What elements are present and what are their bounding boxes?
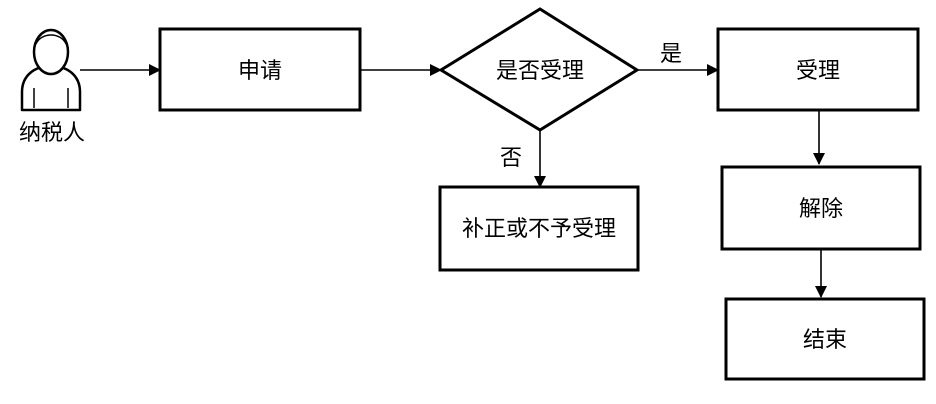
actor-label: 纳税人 — [19, 121, 85, 146]
node-end — [724, 297, 926, 381]
node-release-label: 解除 — [799, 197, 843, 222]
edge-label-yes: 是 — [660, 42, 682, 67]
node-accept-label: 受理 — [796, 59, 840, 84]
node-decision-label: 是否受理 — [496, 59, 584, 84]
person-icon — [20, 28, 82, 112]
edge-label-no: 否 — [500, 146, 522, 171]
node-end-label: 结束 — [803, 328, 847, 353]
node-accept — [716, 27, 920, 112]
node-apply-label: 申请 — [238, 59, 282, 84]
node-apply — [158, 27, 362, 112]
node-release — [720, 165, 922, 251]
node-correct — [438, 185, 640, 272]
node-decision — [438, 7, 640, 132]
node-correct-label: 补正或不予受理 — [462, 217, 616, 242]
